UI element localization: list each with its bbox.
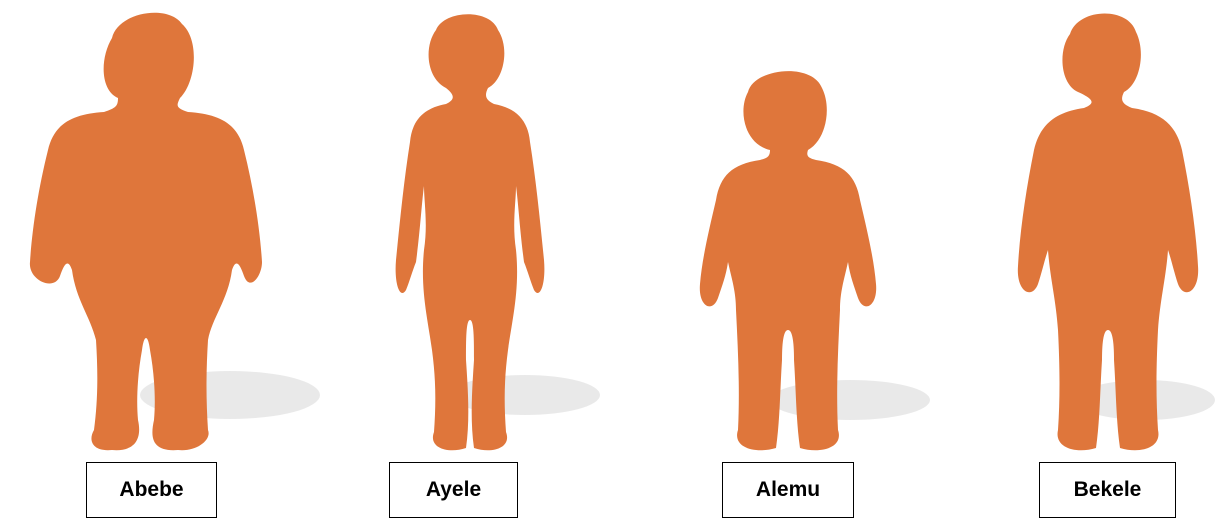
short-person-silhouette-icon bbox=[660, 0, 960, 460]
name-label-bekele: Bekele bbox=[1039, 462, 1176, 518]
figure-ayele bbox=[340, 0, 640, 460]
name-label-ayele: Ayele bbox=[389, 462, 518, 518]
stocky-person-silhouette-icon bbox=[990, 0, 1225, 460]
figure-abebe bbox=[0, 0, 340, 460]
obese-person-silhouette-icon bbox=[0, 0, 340, 460]
name-label-alemu: Alemu bbox=[722, 462, 854, 518]
figure-bekele bbox=[990, 0, 1225, 460]
figure-shadow bbox=[770, 380, 930, 420]
slim-person-silhouette-icon bbox=[340, 0, 640, 460]
figure-alemu bbox=[660, 0, 960, 460]
name-label-abebe: Abebe bbox=[86, 462, 217, 518]
